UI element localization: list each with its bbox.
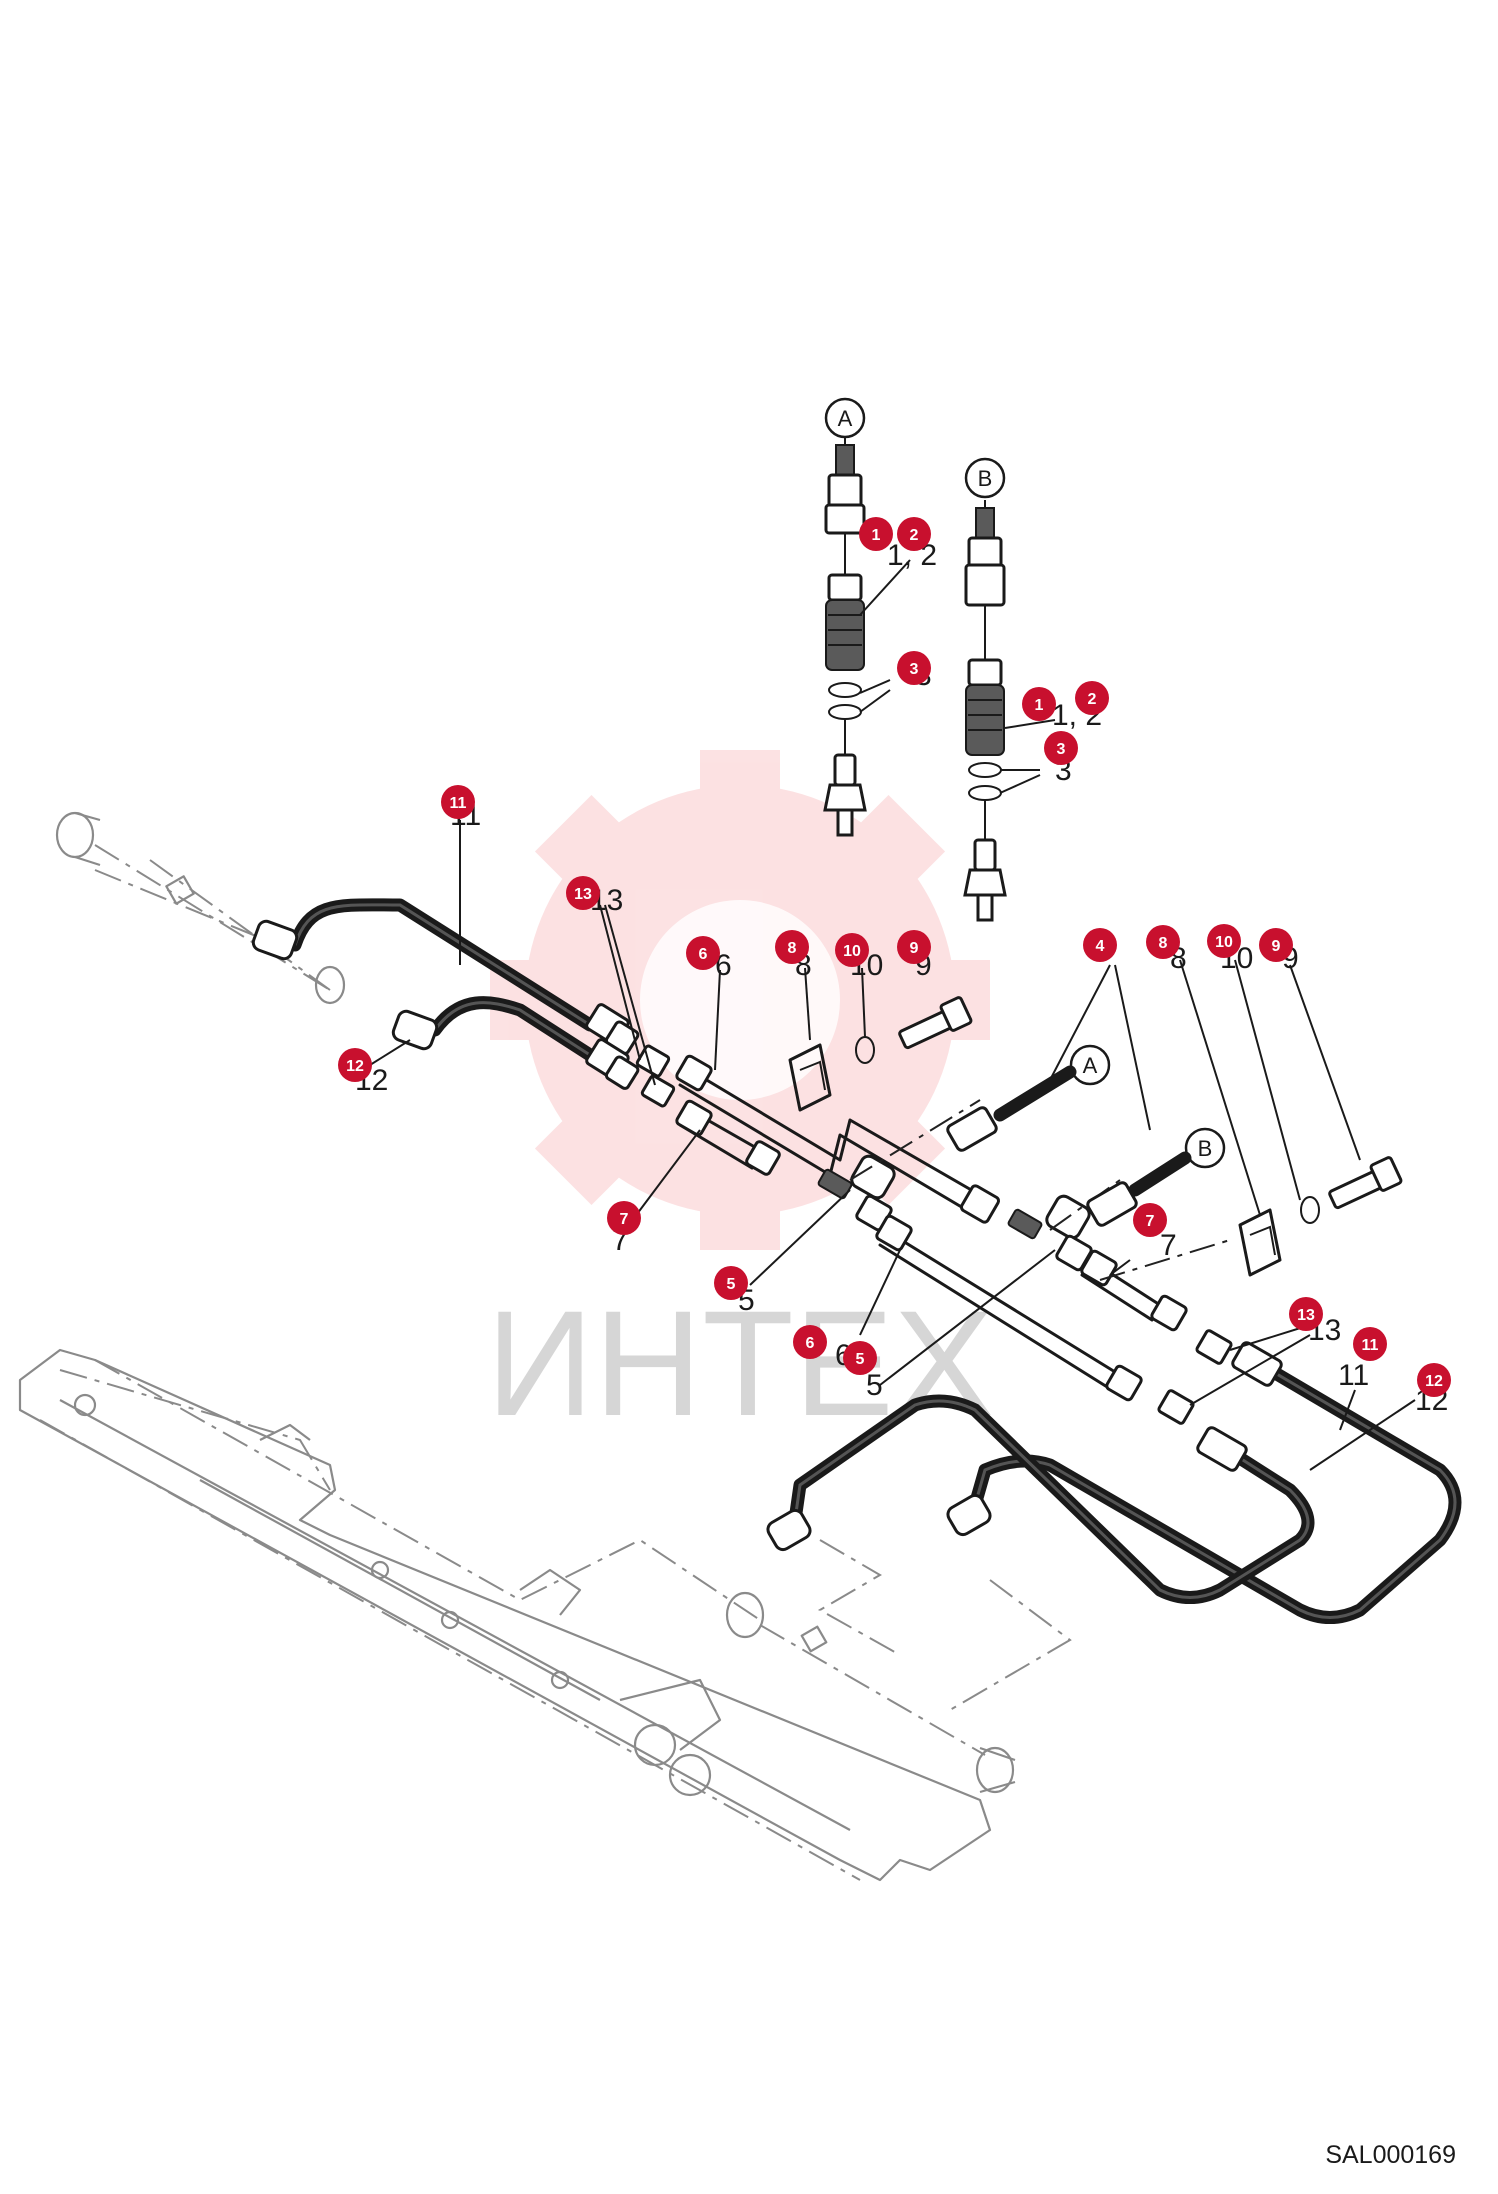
svg-text:11: 11 [450,795,467,812]
tube-network [675,1054,1231,1402]
callout-badge: 12 [1417,1363,1451,1397]
item-number: 7 [1160,1229,1177,1262]
svg-text:5: 5 [727,1276,736,1293]
callout-badge: 7 [1133,1203,1167,1237]
svg-text:11: 11 [1362,1337,1379,1354]
pin-assembly-left [55,811,346,1005]
hose-12-upper [391,996,640,1090]
callout-badge: 5 [843,1341,877,1375]
connection-marker-b-top: B [964,457,1006,499]
quick-coupler-b [963,500,1007,922]
svg-text:A: A [838,406,853,431]
svg-text:13: 13 [1297,1307,1315,1324]
callout-badge: 13 [566,876,600,910]
leader-lines [369,559,1416,1471]
svg-text:12: 12 [346,1058,364,1075]
callout-badge: 7 [607,1201,641,1235]
callout-badge: 3 [1044,731,1078,765]
drawing-code: SAL000169 [1325,2141,1456,2169]
item-number: 5 [866,1369,883,1402]
svg-text:A: A [1083,1053,1098,1078]
svg-text:1: 1 [1035,697,1044,714]
svg-text:12: 12 [1425,1373,1443,1390]
callout-badge: 11 [1353,1327,1387,1361]
callout-badge: 1 [1022,687,1056,721]
callout-badge: 11 [441,785,475,819]
svg-text:B: B [978,466,993,491]
hose-fitting-4 [946,1065,1192,1227]
svg-text:2: 2 [1088,691,1097,708]
callout-badge: 5 [714,1266,748,1300]
quick-coupler-a [823,438,867,837]
callout-badge: 9 [897,930,931,964]
svg-text:4: 4 [1096,938,1105,955]
svg-text:8: 8 [1159,935,1168,952]
svg-text:3: 3 [910,661,919,678]
svg-text:6: 6 [806,1335,815,1352]
callout-badge: 6 [686,936,720,970]
svg-text:7: 7 [1146,1213,1155,1230]
callout-badge: 2 [897,517,931,551]
bolt-9-lower [1328,1156,1403,1210]
callout-badge: 4 [1083,928,1117,962]
connection-marker-a-top: A [824,397,866,439]
connection-marker-a-right: A [1069,1044,1111,1086]
clamp-8-lower [1238,1208,1282,1277]
boom-arm-outline [18,1348,992,1882]
callout-badge: 1 [859,517,893,551]
callout-badge: 2 [1075,681,1109,715]
callout-badge: 10 [1207,924,1241,958]
svg-text:10: 10 [843,943,861,960]
svg-text:8: 8 [788,940,797,957]
callout-badge: 10 [835,933,869,967]
svg-text:5: 5 [856,1351,865,1368]
callout-badge: 8 [1146,925,1180,959]
hose-11-lower [946,1341,1462,1624]
connection-marker-b-right: B [1184,1127,1226,1169]
pin-assembly-lower [725,1539,1072,1794]
hose-12-lower [766,1394,1315,1604]
hose-11-upper [251,898,640,1055]
clamp-8-upper [788,1043,832,1112]
svg-text:13: 13 [574,886,592,903]
svg-text:7: 7 [620,1211,629,1228]
callout-badge: 13 [1289,1297,1323,1331]
adapter-13-upper [635,1044,676,1108]
svg-text:6: 6 [699,946,708,963]
callout-badge: 8 [775,930,809,964]
callout-badge: 9 [1259,928,1293,962]
item-number: 11 [1338,1359,1369,1392]
svg-text:1: 1 [872,527,881,544]
callout-badges: 1 2 3 1 2 3 11 13 6 8 10 9 4 8 10 9 12 7… [338,517,1451,1397]
svg-text:2: 2 [910,527,919,544]
bolt-9-upper [898,996,973,1050]
svg-text:3: 3 [1057,741,1066,758]
callout-badge: 3 [897,651,931,685]
svg-text:10: 10 [1215,934,1233,951]
svg-text:9: 9 [910,940,919,957]
svg-text:9: 9 [1272,938,1281,955]
washer-10-lower [1300,1196,1320,1224]
callout-badge: 12 [338,1048,372,1082]
svg-text:B: B [1198,1136,1213,1161]
adapter-13-lower [1157,1329,1233,1425]
callout-badge: 6 [793,1325,827,1359]
